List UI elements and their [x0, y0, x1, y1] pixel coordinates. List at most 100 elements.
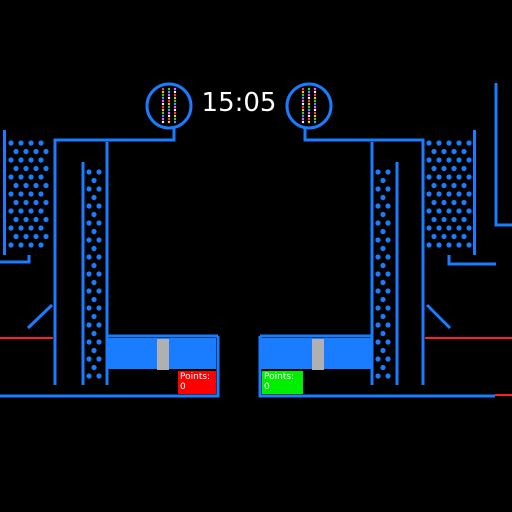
- ball: [91, 347, 97, 354]
- ball: [313, 99, 317, 103]
- ball: [451, 182, 457, 189]
- ball: [167, 105, 171, 109]
- ball: [38, 140, 44, 146]
- ball: [301, 96, 305, 100]
- ball: [307, 111, 311, 115]
- ball: [375, 322, 381, 328]
- ball: [91, 279, 97, 286]
- ball: [380, 296, 386, 303]
- ball: [461, 233, 467, 240]
- ball: [375, 305, 381, 311]
- ball: [441, 199, 447, 206]
- ball: [456, 242, 462, 248]
- ball: [441, 233, 447, 240]
- left-ball-column: [86, 169, 102, 379]
- ball: [23, 233, 29, 240]
- ball: [313, 111, 317, 115]
- ball: [167, 93, 171, 97]
- ball: [167, 87, 171, 91]
- ball: [161, 96, 165, 100]
- ball: [161, 99, 165, 103]
- ball: [451, 148, 457, 155]
- ball: [18, 191, 24, 197]
- ball: [456, 208, 462, 214]
- ball: [86, 288, 92, 294]
- ball: [466, 140, 472, 146]
- ball: [380, 194, 386, 201]
- ball: [301, 108, 305, 112]
- ball: [38, 157, 44, 163]
- ball: [167, 108, 171, 112]
- ball: [13, 199, 19, 206]
- ball: [33, 216, 39, 223]
- ball: [385, 288, 391, 294]
- ball: [431, 216, 437, 223]
- ball: [96, 254, 102, 260]
- ball: [91, 330, 97, 337]
- ball: [33, 165, 39, 172]
- ball: [173, 93, 177, 97]
- ball: [91, 211, 97, 218]
- right-ball-column: [375, 169, 391, 379]
- ball: [431, 199, 437, 206]
- ball: [86, 220, 92, 226]
- ball: [18, 242, 24, 248]
- ball: [380, 177, 386, 184]
- ball: [96, 339, 102, 345]
- ball: [167, 102, 171, 106]
- ball: [301, 105, 305, 109]
- ball: [426, 191, 432, 197]
- ball: [446, 140, 452, 146]
- ball: [446, 208, 452, 214]
- ball: [86, 254, 92, 260]
- left-points-label: Points:: [180, 372, 211, 382]
- ball: [43, 165, 49, 172]
- ball: [307, 99, 311, 103]
- ball: [456, 157, 462, 163]
- ball: [307, 87, 311, 91]
- left-paddle-knob[interactable]: [157, 339, 169, 370]
- ball: [466, 174, 472, 180]
- ball: [436, 174, 442, 180]
- ball: [91, 177, 97, 184]
- ball: [96, 271, 102, 277]
- ball: [33, 182, 39, 189]
- ball: [173, 87, 177, 91]
- ball: [380, 211, 386, 218]
- ball: [96, 237, 102, 243]
- ball: [8, 208, 14, 214]
- ball: [43, 148, 49, 155]
- ball: [23, 199, 29, 206]
- ball: [375, 288, 381, 294]
- ball: [91, 194, 97, 201]
- ball: [441, 182, 447, 189]
- ball: [385, 186, 391, 192]
- ball: [167, 114, 171, 118]
- ball: [375, 339, 381, 345]
- ball: [385, 322, 391, 328]
- ball: [385, 237, 391, 243]
- ball: [43, 216, 49, 223]
- ball: [13, 216, 19, 223]
- right-gauge-icon: [285, 82, 333, 130]
- right-points-label: Points:: [264, 372, 295, 382]
- ball: [313, 108, 317, 112]
- ball: [86, 373, 92, 379]
- ball: [385, 271, 391, 277]
- ball: [38, 208, 44, 214]
- ball: [96, 356, 102, 362]
- ball: [385, 339, 391, 345]
- right-paddle-knob[interactable]: [312, 339, 324, 370]
- ball: [375, 169, 381, 175]
- ball: [86, 237, 92, 243]
- ball: [307, 120, 311, 124]
- ball: [436, 225, 442, 231]
- ball: [461, 199, 467, 206]
- ball: [18, 174, 24, 180]
- ball: [8, 225, 14, 231]
- ball: [307, 96, 311, 100]
- ball: [161, 120, 165, 124]
- ball: [167, 99, 171, 103]
- ball: [86, 322, 92, 328]
